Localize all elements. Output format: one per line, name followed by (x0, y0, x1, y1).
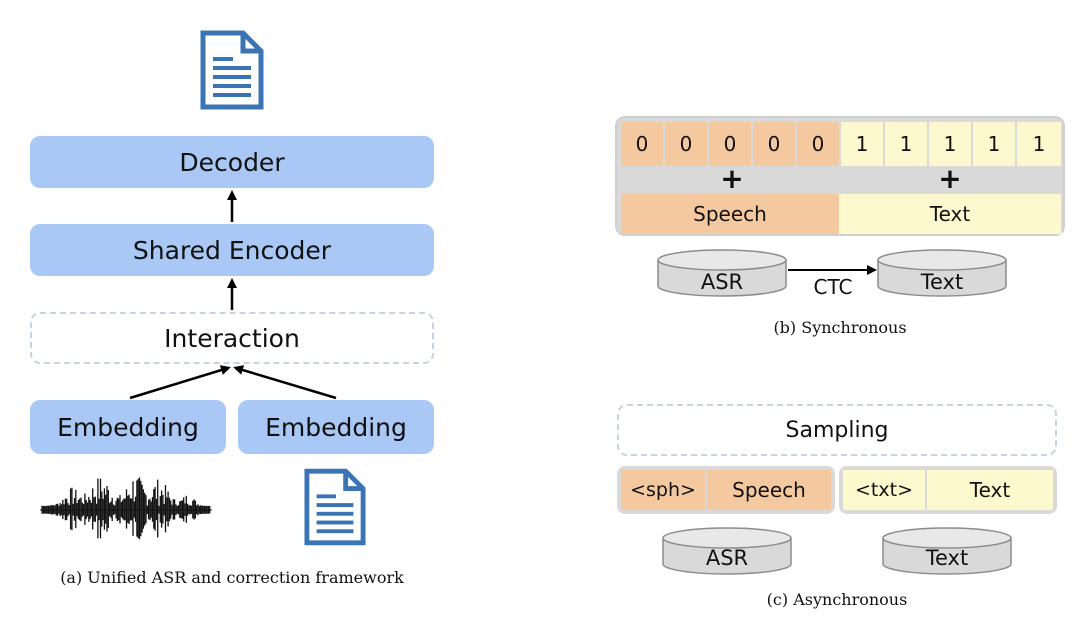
speech-sequence-cell: Speech (707, 470, 831, 510)
shared-encoder-label: Shared Encoder (132, 235, 332, 265)
plus-sign-speech: + (720, 162, 744, 195)
speech-embedding-bar: Speech (621, 194, 839, 234)
speech-id-cell: 0 (665, 122, 707, 166)
arrow-right-embedding-to-interaction (233, 365, 337, 400)
speech-id-cell: 0 (709, 122, 751, 166)
text-id-cell: 1 (929, 122, 971, 166)
sph-tag-cell: <sph> (621, 470, 705, 510)
arrow-left-embedding-to-interaction (129, 365, 231, 400)
panel-c-databases (662, 527, 1012, 575)
caption-b: (b) Synchronous (773, 318, 907, 337)
ctc-label: CTC (813, 275, 853, 299)
plus-sign-text: + (938, 162, 962, 195)
caption-a: (a) Unified ASR and correction framework (60, 568, 404, 587)
text-id-cell: 1 (973, 122, 1015, 166)
panel-b-databases (657, 249, 1007, 297)
speech-sequence-container: <sph> Speech (617, 466, 835, 514)
speech-id-cell: 0 (753, 122, 795, 166)
shared-encoder-block: Shared Encoder (30, 224, 434, 276)
speech-id-cell: 0 (621, 122, 663, 166)
text-sequence-container: <txt> Text (839, 466, 1057, 514)
embedding-sum-container: 0 0 0 0 0 1 1 1 1 1 + + Speech Text (615, 116, 1065, 236)
text-id-cell: 1 (841, 122, 883, 166)
text-embedding-bar: Text (839, 194, 1061, 234)
text-sequence-cell: Text (927, 470, 1053, 510)
embedding-block-speech: Embedding (30, 400, 226, 454)
caption-c: (c) Asynchronous (766, 590, 908, 609)
text-id-cell: 1 (885, 122, 927, 166)
text-id-cell: 1 (1017, 122, 1061, 166)
embedding-block-text: Embedding (238, 400, 434, 454)
document-icon (304, 468, 366, 546)
text-database-label: Text (925, 546, 969, 570)
speech-embedding-label: Speech (693, 202, 767, 226)
asr-database-icon (657, 249, 787, 297)
speech-id-cell: 0 (797, 122, 839, 166)
sampling-label: Sampling (785, 417, 889, 443)
asr-database-label: ASR (705, 546, 749, 570)
interaction-label: Interaction (164, 323, 300, 353)
interaction-block: Interaction (30, 312, 434, 364)
text-embedding-label: Text (929, 202, 971, 226)
asr-database-icon (662, 527, 792, 575)
text-database-label: Text (920, 270, 964, 294)
embedding-label-speech: Embedding (57, 412, 199, 442)
asr-database-label: ASR (700, 270, 744, 294)
txt-tag-cell: <txt> (843, 470, 925, 510)
decoder-block: Decoder (30, 136, 434, 188)
panel-a-arrows (129, 190, 337, 400)
text-database-icon (882, 527, 1012, 575)
embedding-label-text: Embedding (265, 412, 407, 442)
text-database-icon (877, 249, 1007, 297)
document-icon (200, 30, 264, 110)
waveform-icon (40, 477, 212, 540)
segment-id-row: 0 0 0 0 0 1 1 1 1 1 (621, 122, 1061, 166)
decoder-label: Decoder (179, 147, 285, 177)
sampling-block: Sampling (617, 404, 1057, 456)
